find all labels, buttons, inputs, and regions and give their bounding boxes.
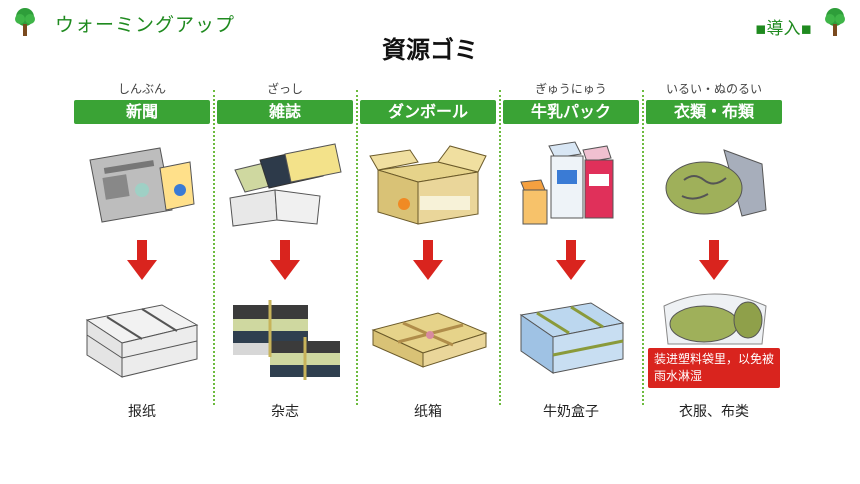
- bundled-milk-carton-icon: [519, 302, 625, 374]
- page-title: 資源ゴミ: [382, 36, 478, 64]
- divider: [642, 90, 644, 405]
- category-label: 牛乳パック: [503, 100, 639, 124]
- divider: [499, 90, 501, 405]
- category-caption: 杂志: [271, 404, 299, 420]
- category-cardboard: ダンボール 纸箱: [356, 70, 500, 425]
- category-label: 新聞: [74, 100, 210, 124]
- category-caption: 衣服、布类: [679, 404, 749, 420]
- category-newspaper: しんぶん 新聞 报纸: [70, 70, 214, 425]
- intro-badge: ▪導入▪: [754, 19, 812, 39]
- down-arrow-icon: [270, 240, 300, 280]
- category-reading: ざっし: [266, 82, 303, 96]
- category-clothes: いるい・ぬのるい 衣類・布類 装进塑料袋里，以免被雨水淋湿 衣服、布类: [642, 70, 786, 425]
- divider: [213, 90, 215, 405]
- category-reading: ぎゅうにゅう: [535, 82, 607, 96]
- bundled-magazine-icon: [233, 300, 340, 380]
- category-label: 衣類・布類: [646, 100, 782, 124]
- category-magazine: ざっし 雑誌 杂志: [213, 70, 357, 425]
- category-caption: 牛奶盒子: [543, 404, 599, 420]
- cardboard-box-icon: [369, 145, 487, 225]
- category-reading: いるい・ぬのるい: [665, 82, 762, 96]
- down-arrow-icon: [699, 240, 729, 280]
- plastic-bag-icon: [663, 293, 767, 345]
- down-arrow-icon: [556, 240, 586, 280]
- milk-carton-icon: [520, 141, 614, 225]
- tree-icon-right: [824, 8, 846, 36]
- newspaper-icon: [89, 147, 195, 223]
- down-arrow-icon: [127, 240, 157, 280]
- bundled-cardboard-icon: [371, 312, 488, 368]
- category-caption: 报纸: [128, 404, 156, 420]
- category-milk-carton: ぎゅうにゅう 牛乳パック 牛奶盒子: [499, 70, 643, 425]
- divider: [356, 90, 358, 405]
- category-label: ダンボール: [360, 100, 496, 124]
- clothes-bag-icon: [665, 149, 767, 217]
- bundled-newspaper-icon: [85, 304, 199, 378]
- category-label: 雑誌: [217, 100, 353, 124]
- tree-icon-left: [14, 8, 36, 36]
- category-reading: しんぶん: [117, 82, 166, 96]
- recycling-panel: しんぶん 新聞 报纸 ざっし 雑誌: [70, 70, 786, 425]
- section-label: ウォーミングアップ: [55, 14, 236, 36]
- note-box: 装进塑料袋里，以免被雨水淋湿: [648, 348, 780, 388]
- magazine-icon: [229, 143, 342, 227]
- down-arrow-icon: [413, 240, 443, 280]
- category-caption: 纸箱: [414, 404, 442, 420]
